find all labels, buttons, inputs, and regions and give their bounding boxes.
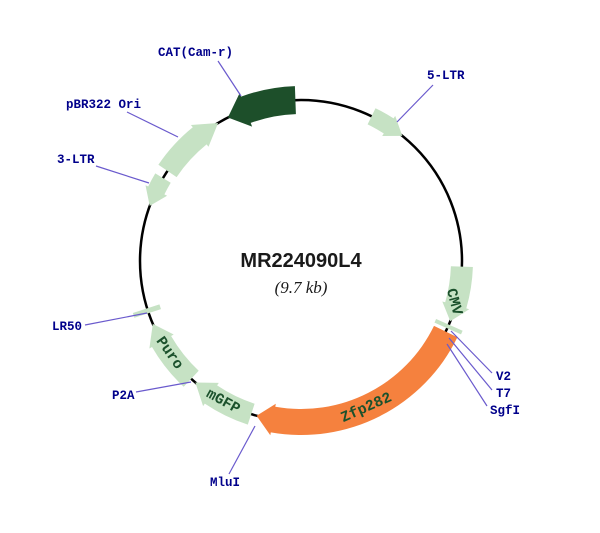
feature-zfp282	[256, 325, 458, 436]
leader-mlui	[228, 425, 256, 475]
site-ticks	[132, 304, 463, 335]
label-ltr3: 3-LTR	[57, 153, 95, 167]
leader-t7	[448, 337, 493, 391]
leader-ltr5	[396, 84, 434, 123]
label-v2: V2	[496, 370, 511, 384]
feature-cmv	[442, 266, 473, 322]
label-ltr5: 5-LTR	[427, 69, 465, 83]
label-mlui: MluI	[210, 476, 240, 490]
leader-lines	[84, 60, 493, 475]
label-pbr322-ori: pBR322 Ori	[66, 98, 141, 112]
label-lr50: LR50	[52, 320, 82, 334]
feature-puro	[149, 323, 199, 387]
tick-mcs-site	[434, 318, 463, 335]
plasmid-size: (9.7 kb)	[275, 278, 328, 297]
feature-pbr322-ori	[158, 123, 219, 178]
label-t7: T7	[496, 387, 511, 401]
label-cat-camr: CAT(Cam-r)	[158, 46, 233, 60]
feature-ltr3	[145, 173, 171, 206]
label-sgfi: SgfI	[490, 404, 520, 418]
plasmid-name: MR224090L4	[240, 250, 362, 272]
leader-pbr322-ori	[126, 111, 179, 138]
feature-mgfp	[195, 382, 255, 425]
leader-ltr3	[95, 165, 150, 184]
gene-label-cmv: CMV	[442, 287, 465, 317]
leader-p2a	[135, 381, 192, 393]
leader-cat-camr	[217, 60, 242, 97]
leader-sgfi	[446, 343, 488, 407]
leader-v2	[450, 330, 493, 374]
leader-lr50	[84, 312, 148, 326]
feature-cat-camr	[227, 86, 296, 127]
tick-lr50-site	[132, 304, 161, 318]
label-p2a: P2A	[112, 389, 135, 403]
feature-ltr5	[367, 108, 403, 136]
